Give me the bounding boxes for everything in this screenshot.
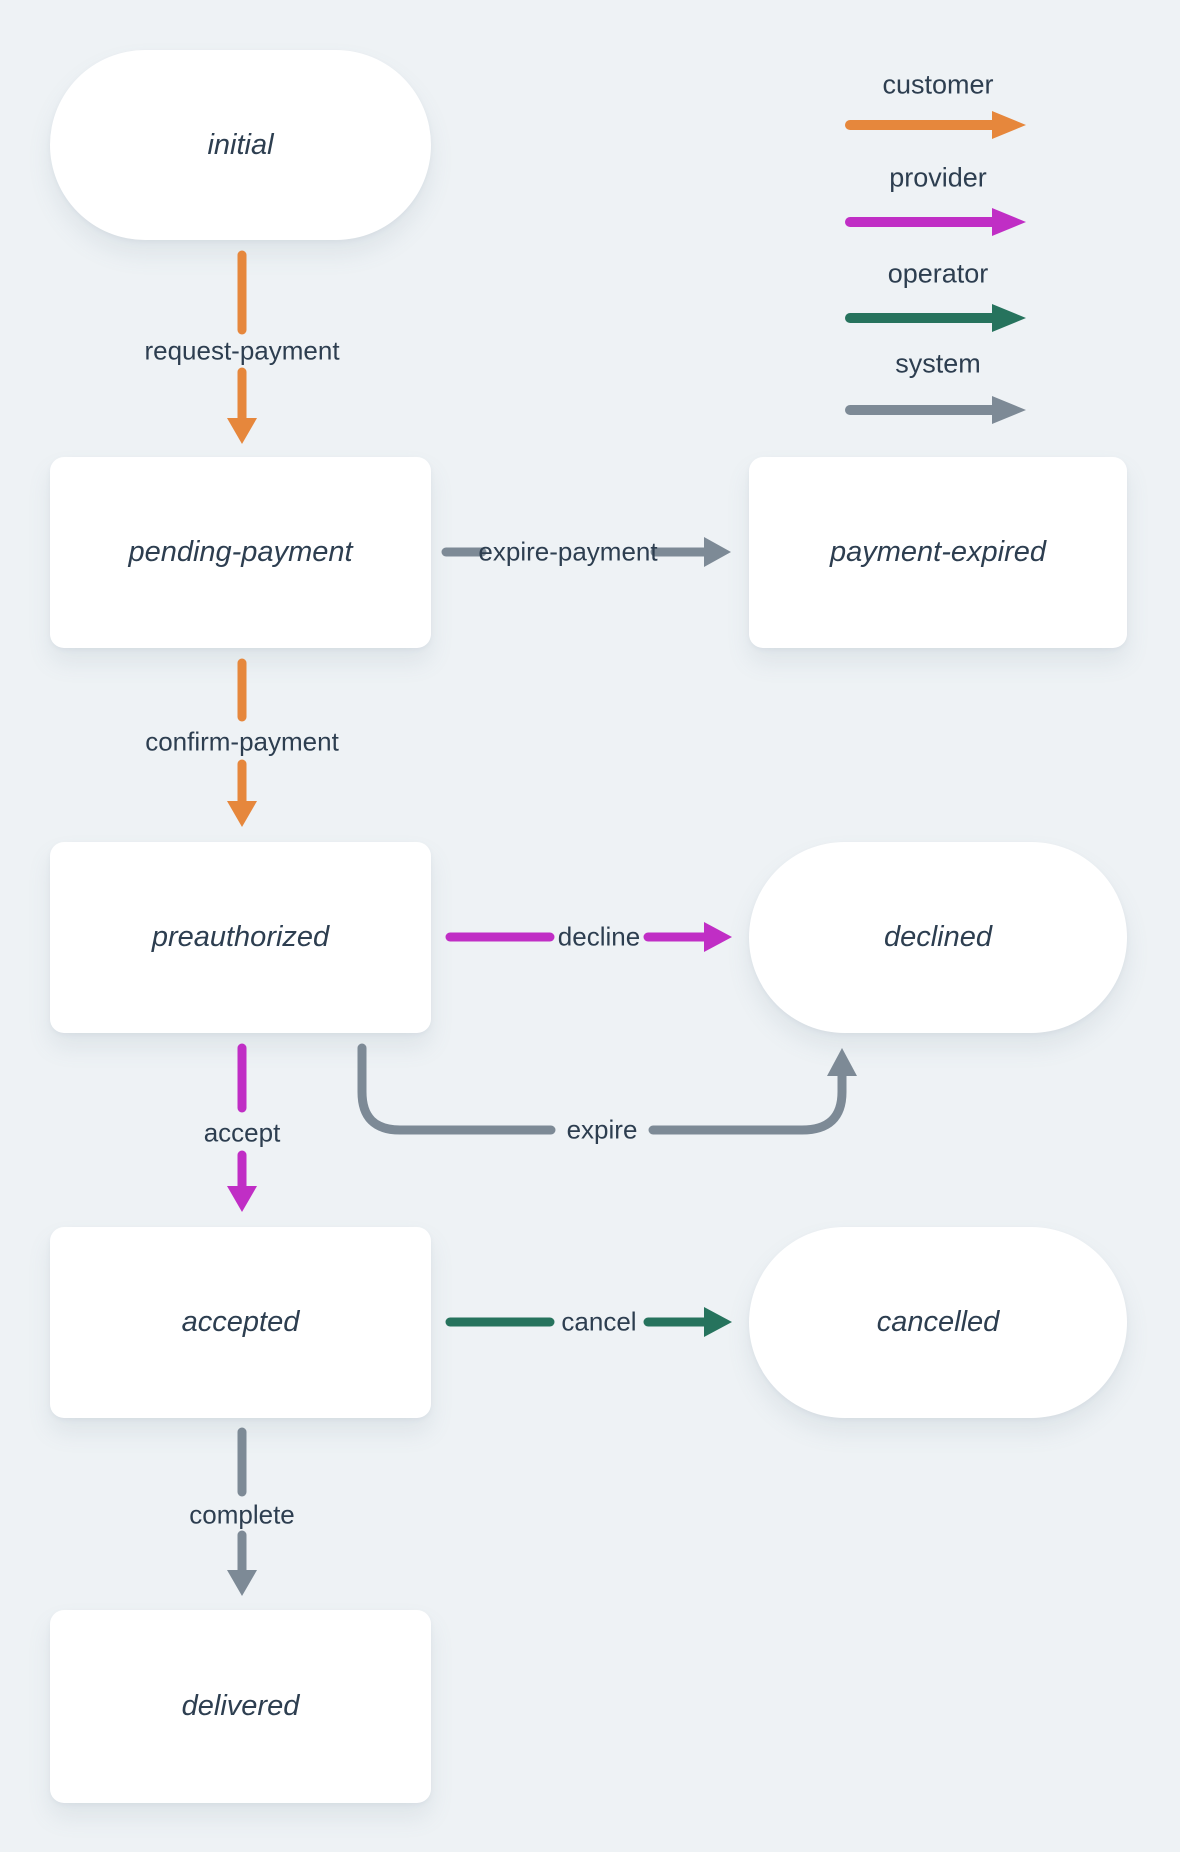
- edge-label-expire-payment: expire-payment: [478, 536, 658, 567]
- arrowhead-right-icon: [704, 922, 732, 952]
- node-label: declined: [883, 921, 993, 953]
- legend-arrow-customer: [845, 111, 1026, 139]
- node-label: pending-payment: [128, 536, 353, 568]
- arrowhead-down-icon: [227, 1186, 257, 1212]
- arrowhead-right-icon: [992, 111, 1026, 139]
- legend-label-customer: customer: [882, 69, 994, 100]
- edge-label-expire: expire: [566, 1114, 638, 1145]
- node-label: initial: [207, 128, 274, 161]
- edge-label-confirm-payment: confirm-payment: [145, 726, 339, 757]
- edge-label-decline: decline: [557, 921, 641, 952]
- arrowhead-down-icon: [227, 801, 257, 827]
- arrowhead-down-icon: [227, 1570, 257, 1596]
- node-label: payment-expired: [830, 536, 1046, 568]
- arrowhead-down-icon: [227, 418, 257, 444]
- node-label: cancelled: [876, 1306, 1000, 1338]
- node-pending-payment: pending-payment: [50, 457, 431, 648]
- legend-arrow-system: [845, 396, 1026, 424]
- node-payment-expired: payment-expired: [749, 457, 1127, 648]
- node-initial: initial: [50, 50, 431, 240]
- edge-line: [357, 1043, 556, 1135]
- legend-arrow-operator: [845, 304, 1026, 332]
- legend-arrow-provider: [845, 208, 1026, 236]
- node-label: preauthorized: [151, 921, 330, 953]
- node-cancelled: cancelled: [749, 1227, 1127, 1418]
- legend-label-provider: provider: [889, 162, 987, 193]
- arrowhead-right-icon: [992, 396, 1026, 424]
- arrowhead-right-icon: [704, 537, 731, 567]
- node-delivered: delivered: [50, 1610, 431, 1803]
- arrowhead-right-icon: [992, 304, 1026, 332]
- arrowhead-right-icon: [992, 208, 1026, 236]
- arrowhead-up-icon: [827, 1048, 857, 1076]
- edge-label-cancel: cancel: [561, 1306, 637, 1337]
- arrowhead-right-icon: [704, 1307, 732, 1337]
- node-accepted: accepted: [50, 1227, 431, 1418]
- edge-label-request-payment: request-payment: [144, 335, 340, 366]
- node-preauthorized: preauthorized: [50, 842, 431, 1033]
- edge-label-accept: accept: [203, 1117, 281, 1148]
- legend-label-operator: operator: [887, 258, 989, 289]
- node-label: delivered: [181, 1690, 300, 1722]
- edge-label-complete: complete: [189, 1499, 295, 1530]
- node-declined: declined: [749, 842, 1127, 1033]
- legend-label-system: system: [895, 348, 981, 379]
- edge-line: [648, 1071, 847, 1135]
- node-label: accepted: [181, 1306, 300, 1338]
